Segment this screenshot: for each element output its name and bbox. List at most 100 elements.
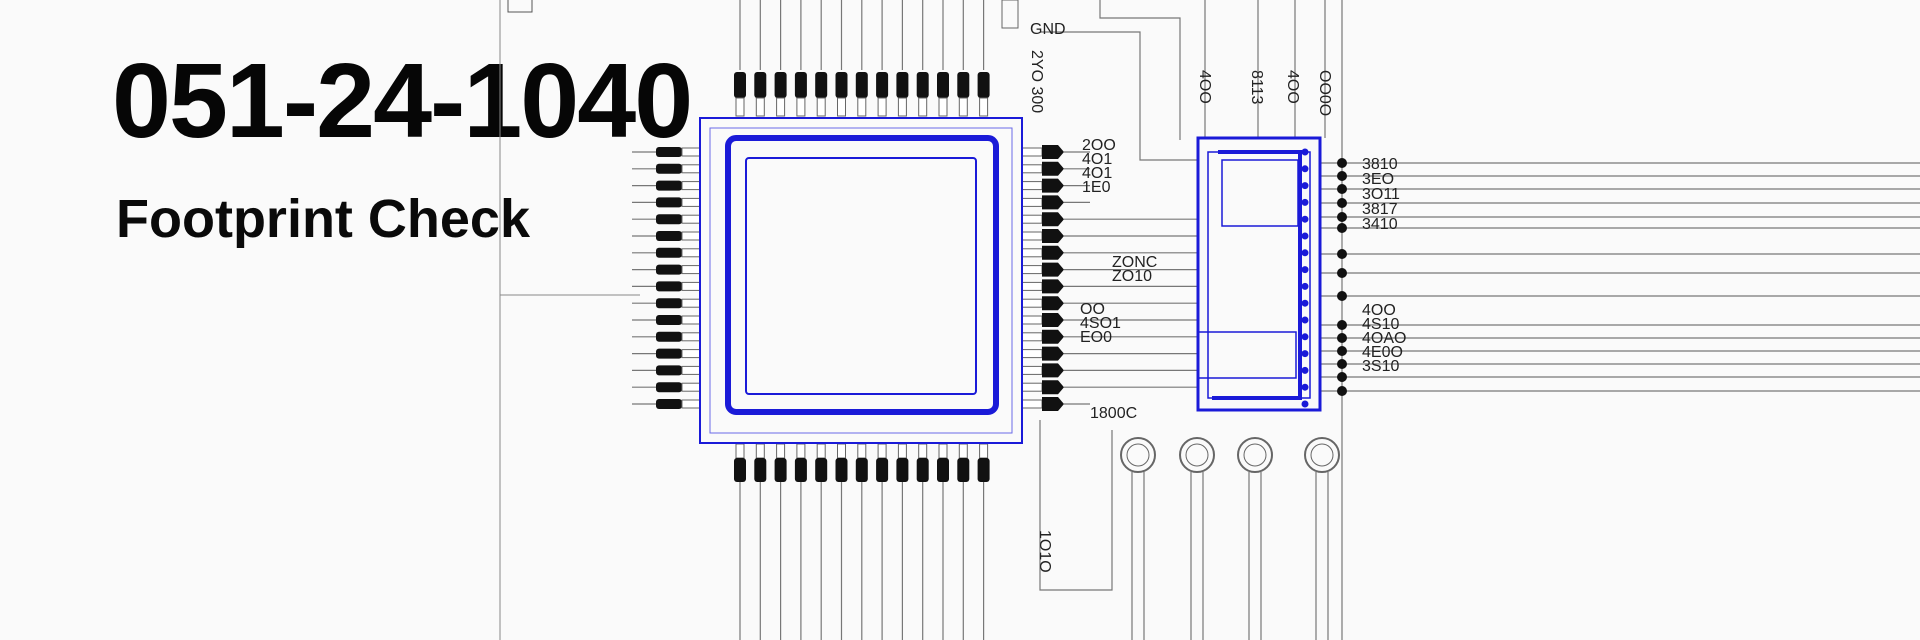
pin-label: 3EO: [1362, 171, 1394, 188]
pin-lead: [938, 97, 948, 117]
pin-label: 8113: [1248, 70, 1265, 105]
pin-lead: [837, 97, 846, 117]
pin: [977, 72, 990, 98]
pin: [1042, 329, 1064, 344]
pin: [1042, 262, 1064, 277]
pin-lead: [1021, 147, 1043, 157]
pin-lead: [1021, 214, 1043, 224]
pin-lead: [958, 97, 968, 117]
pin-label: OO0O: [1316, 70, 1333, 116]
pin-label: 4O1: [1082, 165, 1112, 182]
pin-label: 4OAO: [1362, 330, 1406, 347]
pin-lead: [681, 349, 701, 359]
pin: [1042, 363, 1064, 378]
pin-lead: [796, 443, 806, 459]
frame-lines: [499, 0, 640, 640]
pin-lead: [1021, 231, 1043, 241]
pin-lead: [1021, 399, 1043, 409]
pin: [656, 231, 682, 241]
connector-pin: [1337, 333, 1347, 343]
connector-pin: [1337, 386, 1347, 396]
pin: [1042, 346, 1064, 361]
pin: [957, 72, 970, 98]
pin-lead: [1021, 382, 1043, 392]
pin-lead: [1021, 197, 1043, 207]
pin-lead: [776, 97, 786, 117]
pin: [1042, 161, 1064, 176]
pin: [876, 72, 889, 98]
pin-lead: [681, 298, 701, 308]
pin: [656, 197, 682, 208]
pin-lead: [857, 97, 867, 117]
pin-lead: [816, 97, 826, 117]
trace: [1040, 31, 1198, 161]
pin-lead: [877, 443, 887, 459]
module-block: [1196, 136, 1322, 412]
pin: [754, 458, 767, 482]
module-pin: [1301, 350, 1309, 358]
module-pin: [1301, 333, 1309, 341]
pin-lead: [877, 97, 887, 117]
pin-lead: [1021, 365, 1043, 375]
pin-label: ZONC: [1112, 254, 1157, 271]
pin-lead: [1021, 164, 1043, 174]
pin-lead: [897, 443, 907, 459]
connector-pin: [1337, 268, 1347, 278]
traces: [632, 0, 1920, 640]
pin-lead: [979, 443, 989, 459]
trace: [1099, 0, 1181, 140]
pin-lead: [755, 443, 765, 459]
pin-lead: [735, 443, 745, 459]
pin-lead: [816, 443, 826, 459]
test-point-inner: [1243, 443, 1267, 467]
pin-lead: [681, 399, 701, 409]
test-point-inner: [1310, 443, 1334, 467]
pin-label: GND: [1030, 21, 1066, 38]
chip-pins: [656, 72, 1064, 482]
pin-label: 4S10: [1362, 316, 1399, 333]
pin: [937, 72, 949, 98]
module-pin: [1301, 266, 1309, 274]
connector-pins: [1001, 0, 1347, 396]
pin: [1042, 212, 1064, 227]
pin-lead: [681, 315, 701, 325]
connector-pin: [1337, 291, 1347, 301]
connector-pin: [1337, 346, 1347, 356]
pin: [656, 264, 682, 275]
pin-label: 3O11: [1362, 186, 1400, 203]
pin: [734, 458, 746, 482]
pin-lead: [681, 281, 701, 291]
pin-label: 1E0: [1082, 179, 1111, 196]
pin: [1042, 296, 1064, 311]
pin-lead: [681, 181, 701, 191]
pin-label: 3817: [1362, 201, 1398, 218]
connector-pin: [1337, 249, 1347, 259]
module-pin: [1301, 165, 1309, 173]
pin: [957, 458, 970, 482]
pin: [656, 163, 682, 174]
test-point-inner: [1126, 443, 1150, 467]
pin: [794, 72, 807, 98]
test-point: [1237, 437, 1273, 473]
test-point: [1179, 437, 1215, 473]
pin-lead: [1021, 349, 1043, 359]
part-number-title: 051-24-1040: [112, 42, 693, 160]
pin-lead: [918, 443, 928, 459]
pin-label: 3410: [1362, 216, 1398, 233]
pin-lead: [681, 265, 701, 275]
connector-pin: [1337, 320, 1347, 330]
pin: [855, 72, 868, 98]
pin-label: 4O1: [1082, 151, 1112, 168]
pin-label: 4OO: [1362, 302, 1396, 319]
pin-lead: [1021, 281, 1043, 291]
pin-lead: [979, 97, 989, 117]
pin-lead: [735, 97, 745, 117]
pin: [656, 147, 682, 157]
connector-pin: [1337, 212, 1347, 222]
module-pin: [1301, 232, 1309, 240]
pin: [656, 365, 682, 376]
pin: [1042, 245, 1064, 260]
pin: [774, 458, 787, 482]
pin-label: 4OO: [1284, 70, 1301, 104]
